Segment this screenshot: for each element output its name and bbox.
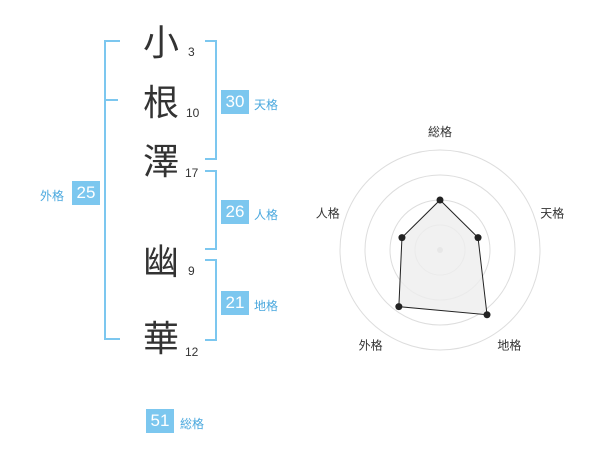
chikaku-value-badge: 21 — [221, 291, 249, 315]
gaikaku-label: 外格 — [40, 189, 65, 203]
chikaku-label: 地格 — [254, 299, 279, 313]
radar-point-4 — [395, 303, 403, 311]
gaikaku-bracket — [104, 40, 120, 340]
radar-ring — [364, 174, 516, 326]
stroke-count-1: 3 — [188, 45, 195, 59]
soukaku-label: 総格 — [180, 417, 205, 431]
radar-point-2 — [474, 234, 482, 242]
radar-ring — [339, 149, 541, 351]
stroke-count-2: 10 — [186, 106, 200, 120]
radar-axis-label: 天格 — [540, 206, 564, 221]
jinkaku-label: 人格 — [254, 208, 279, 222]
gaikaku-bracket-tick — [104, 99, 118, 101]
radar-point-1 — [436, 196, 444, 204]
stroke-count-3: 17 — [185, 166, 199, 180]
name-char-2: 根 — [143, 83, 180, 124]
name-char-3: 澤 — [143, 142, 180, 183]
radar-axis-label: 地格 — [497, 337, 521, 352]
radar-point-5 — [398, 234, 406, 242]
gaikaku-value-badge: 25 — [72, 181, 100, 205]
soukaku-value-badge: 51 — [146, 409, 174, 433]
stroke-count-5: 12 — [185, 345, 199, 359]
jinkaku-value-badge: 26 — [221, 200, 249, 224]
radar-area — [398, 199, 488, 316]
tenkaku-label: 天格 — [254, 98, 279, 112]
stroke-count-4: 9 — [188, 264, 195, 278]
name-char-4: 幽 — [143, 242, 180, 283]
radar-axis-label: 外格 — [359, 337, 383, 352]
name-char-5: 華 — [143, 319, 180, 360]
radar-axis-label: 総格 — [428, 124, 452, 139]
tenkaku-value-badge: 30 — [221, 90, 249, 114]
jinkaku-bracket — [205, 170, 217, 250]
radar-axis-label: 人格 — [316, 206, 340, 221]
radar-point-3 — [483, 311, 491, 319]
name-char-1: 小 — [143, 23, 180, 64]
tenkaku-bracket — [205, 40, 217, 160]
chikaku-bracket — [205, 259, 217, 341]
